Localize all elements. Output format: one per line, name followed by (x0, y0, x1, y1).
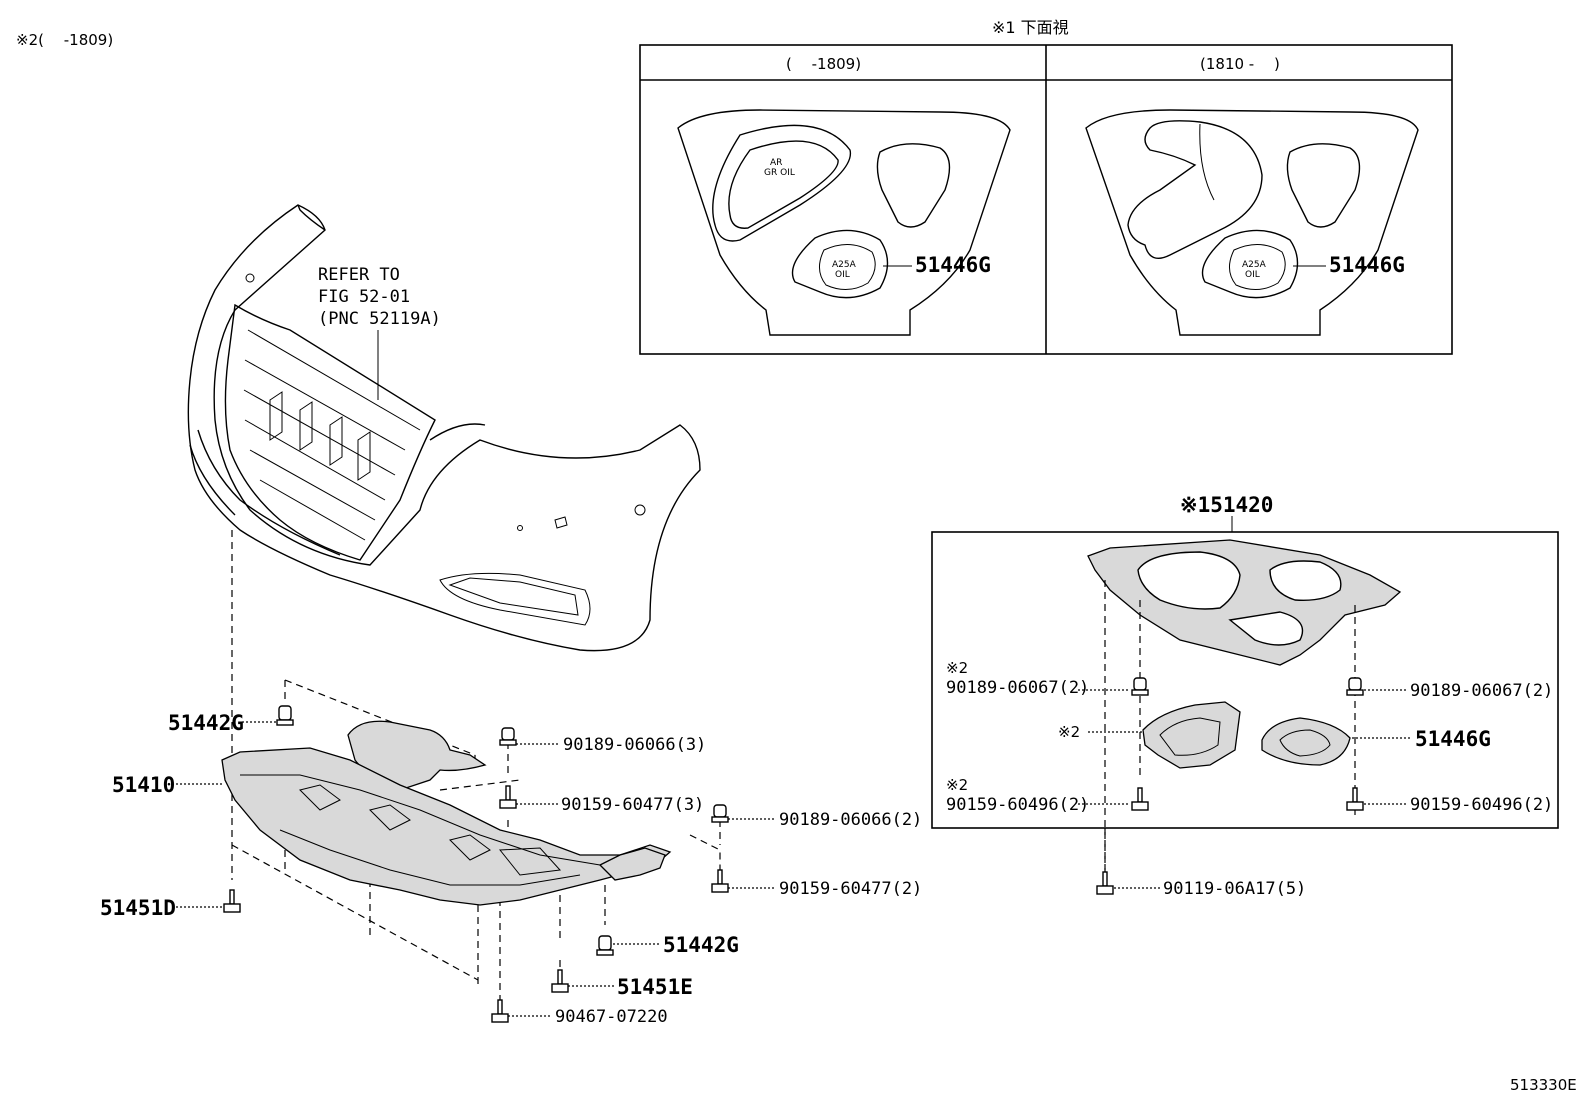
figure-code: 513330E (1510, 1076, 1577, 1094)
part-90189-06067-left: 90189-06067(2) (946, 678, 1089, 698)
part-51451e: 51451E (617, 975, 693, 999)
part-51442g-top: 51442G (168, 711, 244, 735)
left-leaders (176, 721, 776, 1017)
part-51442g-bottom: 51442G (663, 933, 739, 957)
bolt-90119: 90119-06A17(5) (1096, 828, 1306, 899)
nut-icon (499, 727, 517, 746)
refer-line3: (PNC 52119A) (318, 309, 441, 329)
detail-left-oil-label: OIL (835, 270, 850, 280)
bolt-icon (491, 999, 509, 1023)
part-90119-06a17: 90119-06A17(5) (1163, 879, 1306, 899)
detail-left-part-number: 51446G (915, 253, 991, 277)
bolt-icon (223, 889, 241, 913)
part-90467-07220: 90467-07220 (555, 1007, 668, 1027)
part-90189-06066-3: 90189-06066(3) (563, 735, 706, 755)
part-90159-60496-left: 90159-60496(2) (946, 795, 1089, 815)
bolt-icon (711, 869, 729, 893)
bolt-icon (1096, 871, 1114, 895)
part-90159-60496-right: 90159-60496(2) (1410, 795, 1553, 815)
detail-col-right-header: (1810 - ) (1200, 55, 1280, 73)
part-90189-06066-2: 90189-06066(2) (779, 810, 922, 830)
group-note-c: ※2 (946, 776, 968, 794)
part-90159-60477-3: 90159-60477(3) (561, 795, 704, 815)
detail-right-oil-label: OIL (1245, 270, 1260, 280)
detail-view-title: ※1 下面視 (992, 18, 1069, 37)
left-part-labels: 51442G 51410 51451D 90189-06066(3) 90159… (100, 711, 922, 1027)
bolt-icon (499, 785, 517, 809)
detail-left-a25a-label: A25A (832, 260, 857, 270)
part-90159-60477-2: 90159-60477(2) (779, 879, 922, 899)
detail-left-gr-oil-label: GR OIL (764, 168, 795, 178)
bolt-icon (1131, 787, 1149, 811)
detail-right-a25a-label: A25A (1242, 260, 1267, 270)
refer-note: REFER TO FIG 52-01 (PNC 52119A) (318, 265, 441, 400)
detail-col-left-header: ( -1809) (786, 55, 861, 73)
group-note-b: ※2 (1058, 723, 1080, 741)
detail-left-ar-label: AR (770, 158, 782, 168)
group-note-a: ※2 (946, 659, 968, 677)
nut-icon (1346, 677, 1364, 696)
part-51451d: 51451D (100, 896, 176, 920)
part-51446g-right: 51446G (1415, 727, 1491, 751)
clip-icon (276, 705, 294, 726)
front-bumper (187, 204, 701, 652)
detail-right-part-number: 51446G (1329, 253, 1405, 277)
undercover-bottom-view-early: AR GR OIL A25A OIL 51446G (677, 109, 1011, 336)
part-51410: 51410 (112, 773, 175, 797)
bolt-icon (551, 969, 569, 993)
refer-line1: REFER TO (318, 265, 400, 285)
group-title-51420: ※151420 (1180, 493, 1273, 517)
nut-icon (711, 804, 729, 823)
bolt-icon (1346, 787, 1364, 811)
undercover-bottom-view-late: A25A OIL 51446G (1085, 109, 1419, 336)
nut-icon (1131, 677, 1149, 696)
part-90189-06067-right: 90189-06067(2) (1410, 681, 1553, 701)
header-note: ※2( -1809) (16, 31, 113, 49)
engine-undercover-assembly (221, 530, 721, 1015)
refer-line2: FIG 52-01 (318, 287, 410, 307)
undercover-group-51420: ※151420 (931, 493, 1559, 880)
clip-icon (596, 935, 614, 956)
detail-view-table: ※1 下面視 ( -1809) (1810 - ) AR GR OIL A25A… (639, 18, 1453, 355)
